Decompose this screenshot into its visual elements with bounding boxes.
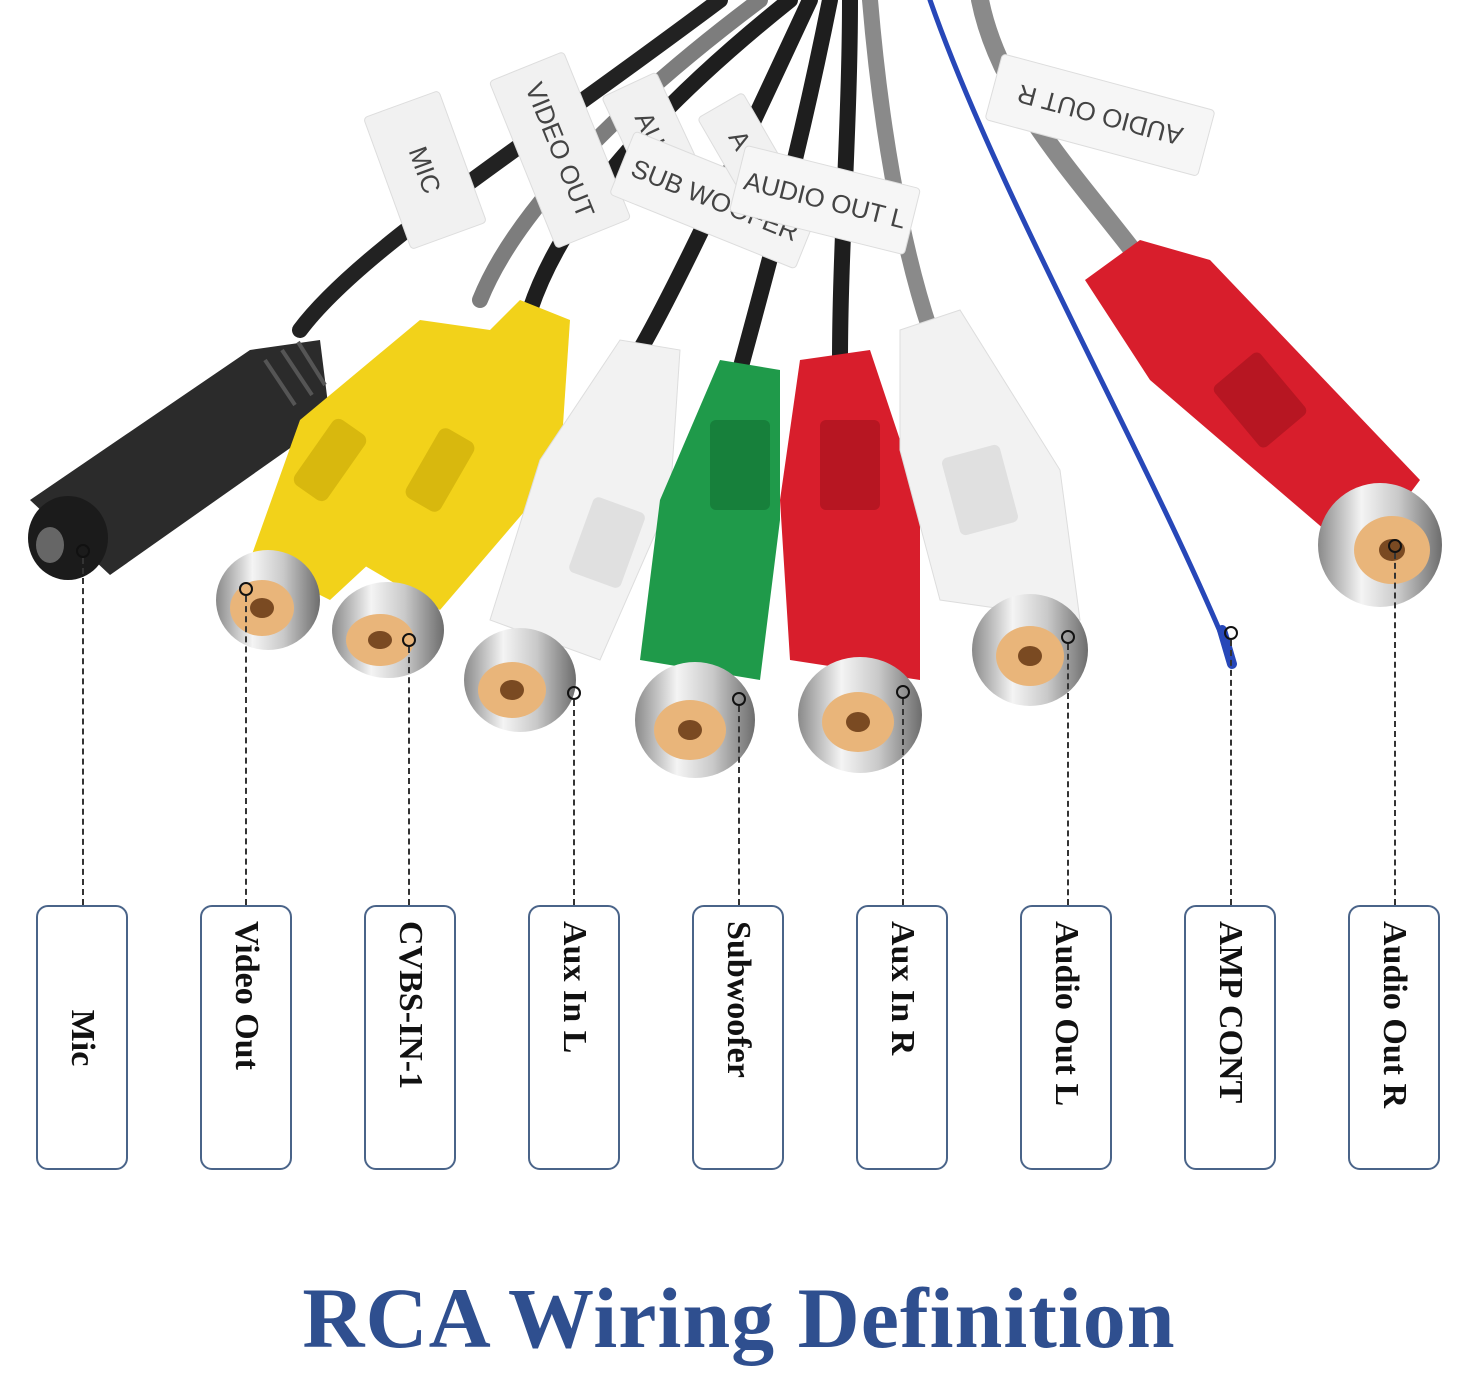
label-amp-cont: AMP CONT	[1212, 921, 1249, 1104]
rca-audio-out-r	[1085, 240, 1442, 607]
pointer-dot-cvbs-in-1	[402, 633, 416, 647]
leader-line-subwoofer	[738, 706, 740, 905]
pointer-dot-audio-out-r	[1388, 539, 1402, 553]
leader-line-audio-out-l	[1067, 644, 1069, 905]
rca-audio-out-l	[899, 309, 1088, 706]
label-audio-out-r: Audio Out R	[1376, 921, 1413, 1109]
pointer-dot-aux-in-r	[896, 685, 910, 699]
page-title: RCA Wiring Definition	[302, 1270, 1176, 1366]
leader-line-mic	[82, 558, 84, 905]
label-box-video-out: Video Out	[200, 905, 292, 1170]
label-box-amp-cont: AMP CONT	[1184, 905, 1276, 1170]
label-box-aux-in-l: Aux In L	[528, 905, 620, 1170]
pointer-dot-amp-cont	[1224, 626, 1238, 640]
mic-jack	[28, 340, 330, 580]
label-aux-in-l: Aux In L	[556, 921, 593, 1054]
rca-subwoofer	[635, 360, 780, 778]
label-box-audio-out-l: Audio Out L	[1020, 905, 1112, 1170]
label-audio-out-l: Audio Out L	[1048, 921, 1085, 1107]
label-box-aux-in-r: Aux In R	[856, 905, 948, 1170]
connector-photo: MIC VIDEO OUT AU SUB WOOFER A AUDIO OUT …	[28, 0, 1442, 778]
label-mic: Mic	[64, 1009, 101, 1066]
pointer-dot-video-out	[239, 582, 253, 596]
leader-line-cvbs-in-1	[408, 647, 410, 905]
label-box-subwoofer: Subwoofer	[692, 905, 784, 1170]
label-box-cvbs-in-1: CVBS-IN-1	[364, 905, 456, 1170]
label-box-audio-out-r: Audio Out R	[1348, 905, 1440, 1170]
leader-line-audio-out-r	[1394, 553, 1396, 905]
pointer-dot-aux-in-l	[567, 686, 581, 700]
label-subwoofer: Subwoofer	[720, 921, 757, 1078]
leader-line-aux-in-l	[573, 700, 575, 905]
pointer-dot-mic	[76, 544, 90, 558]
leader-line-amp-cont	[1230, 640, 1232, 905]
rca-aux-in-l	[464, 339, 681, 732]
pointer-dot-subwoofer	[732, 692, 746, 706]
leader-line-video-out	[245, 596, 247, 905]
leader-line-aux-in-r	[902, 699, 904, 905]
label-cvbs-in-1: CVBS-IN-1	[392, 921, 429, 1090]
label-video-out: Video Out	[228, 921, 265, 1070]
rca-aux-in-r	[780, 350, 922, 773]
label-aux-in-r: Aux In R	[884, 921, 921, 1056]
tag-audio-out-r: AUDIO OUT R	[985, 54, 1215, 176]
pointer-dot-audio-out-l	[1061, 630, 1075, 644]
rca-cvbs-in-1	[332, 300, 570, 678]
tag-mic: MIC	[364, 91, 486, 249]
label-box-mic: Mic	[36, 905, 128, 1170]
